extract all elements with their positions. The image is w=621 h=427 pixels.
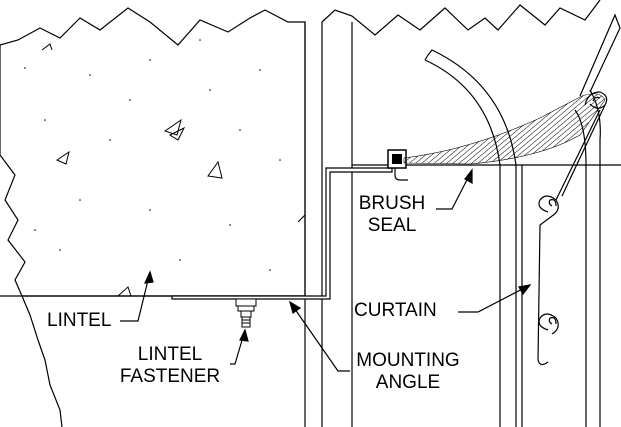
- lintel-concrete: [0, 7, 306, 297]
- brush-seal-label-line2: SEAL: [367, 215, 417, 236]
- wall-break-line: [21, 295, 63, 427]
- concrete-speckle: [24, 39, 281, 271]
- mounting-angle-callout: MOUNTING ANGLE: [352, 350, 464, 394]
- brush-seal-label-line1: BRUSH: [358, 193, 426, 214]
- leader-lines: [120, 168, 532, 372]
- lintel-callout: LINTEL: [47, 310, 111, 332]
- lintel-fastener-label-line2: FASTENER: [119, 366, 221, 387]
- hood-arc-cap: [424, 54, 429, 61]
- lintel-fastener-callout: LINTEL FASTENER: [112, 344, 228, 388]
- lintel-fastener-label-line1: LINTEL: [137, 344, 203, 365]
- door-guide-lines: [304, 22, 353, 427]
- lintel-fastener-bolt: [235, 298, 257, 328]
- curtain-label: CURTAIN: [354, 300, 437, 321]
- brush-seal-holder: [387, 149, 408, 181]
- top-break-line: [321, 0, 601, 36]
- mounting-angle-label-line1: MOUNTING: [356, 350, 460, 371]
- mounting-angle: [171, 167, 393, 300]
- curtain-callout: CURTAIN: [354, 300, 437, 322]
- brush-seal-callout: BRUSH SEAL: [350, 193, 434, 237]
- mounting-angle-label-line2: ANGLE: [375, 372, 441, 393]
- hood-outer-arc: [424, 59, 501, 427]
- brush-bristles: [403, 93, 606, 165]
- curtain-slats: [537, 13, 621, 366]
- hood-inner-arc: [427, 49, 517, 427]
- lintel-label: LINTEL: [47, 310, 112, 331]
